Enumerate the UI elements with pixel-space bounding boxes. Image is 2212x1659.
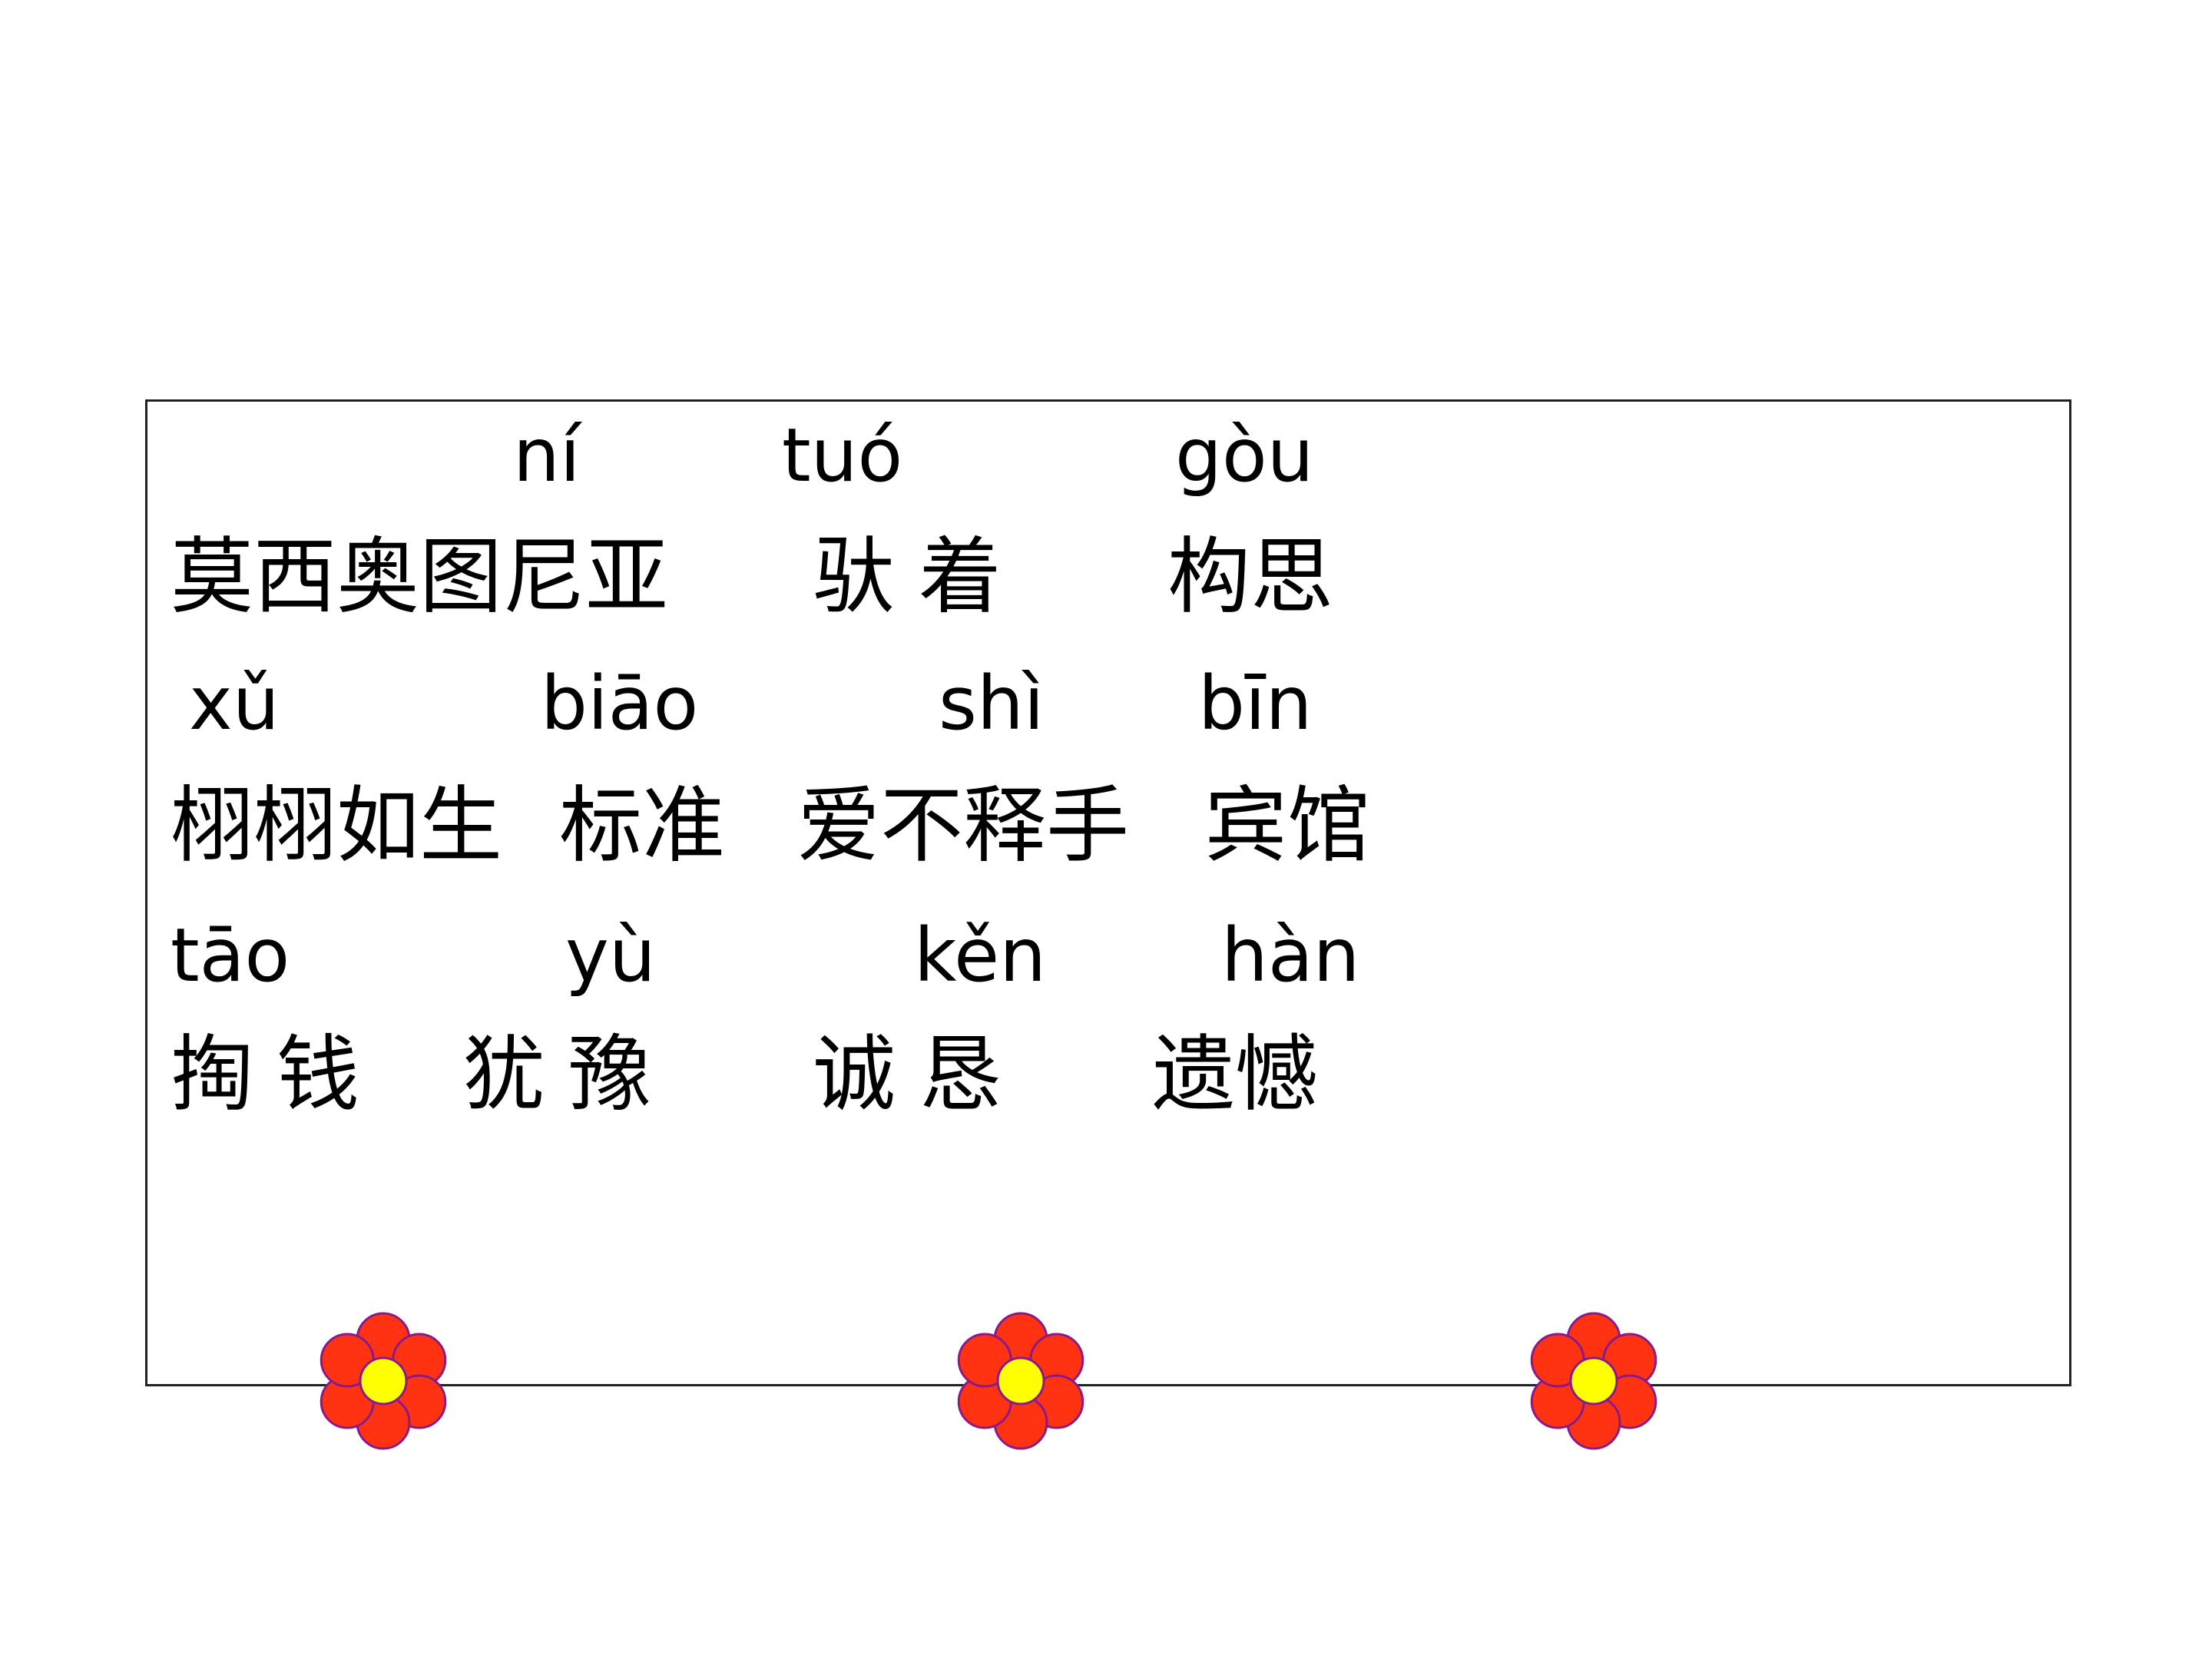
word-youyu: 犹豫 — [462, 1027, 675, 1123]
word-binguan: 宾馆 — [1204, 778, 1371, 874]
word-aibushishou: 爱不释手 — [797, 778, 1130, 874]
pinyin-yu: yù — [565, 912, 656, 998]
word-tuozhe: 驮着 — [813, 529, 1025, 625]
flower-center — [359, 1356, 408, 1406]
flower-center — [996, 1356, 1045, 1406]
vocabulary-box — [145, 399, 2071, 1386]
word-yihan: 遗憾 — [1152, 1027, 1319, 1123]
flower-icon — [320, 1312, 447, 1450]
flower-icon — [957, 1312, 1084, 1450]
pinyin-xu: xǔ — [189, 661, 280, 747]
flower-center — [1569, 1356, 1618, 1406]
pinyin-ken: kěn — [914, 912, 1047, 998]
pinyin-shi: shì — [939, 661, 1045, 747]
pinyin-biao: biāo — [541, 661, 699, 747]
flower-icon — [1530, 1312, 1657, 1450]
pinyin-gou: gòu — [1175, 412, 1314, 498]
word-biaozhun: 标准 — [559, 778, 726, 874]
pinyin-tuo: tuó — [782, 412, 903, 498]
pinyin-tao: tāo — [171, 912, 290, 998]
pinyin-han: hàn — [1221, 912, 1360, 998]
word-gousi: 构思 — [1167, 529, 1334, 625]
pinyin-bin: bīn — [1198, 661, 1313, 747]
pinyin-ni: ní — [513, 412, 581, 498]
word-taoqian: 掏钱 — [171, 1027, 383, 1123]
word-mosiaotunya: 莫西奥图尼亚 — [171, 529, 669, 625]
word-chengken: 诚恳 — [813, 1027, 1025, 1123]
word-xuxurusheng: 栩栩如生 — [171, 778, 503, 874]
